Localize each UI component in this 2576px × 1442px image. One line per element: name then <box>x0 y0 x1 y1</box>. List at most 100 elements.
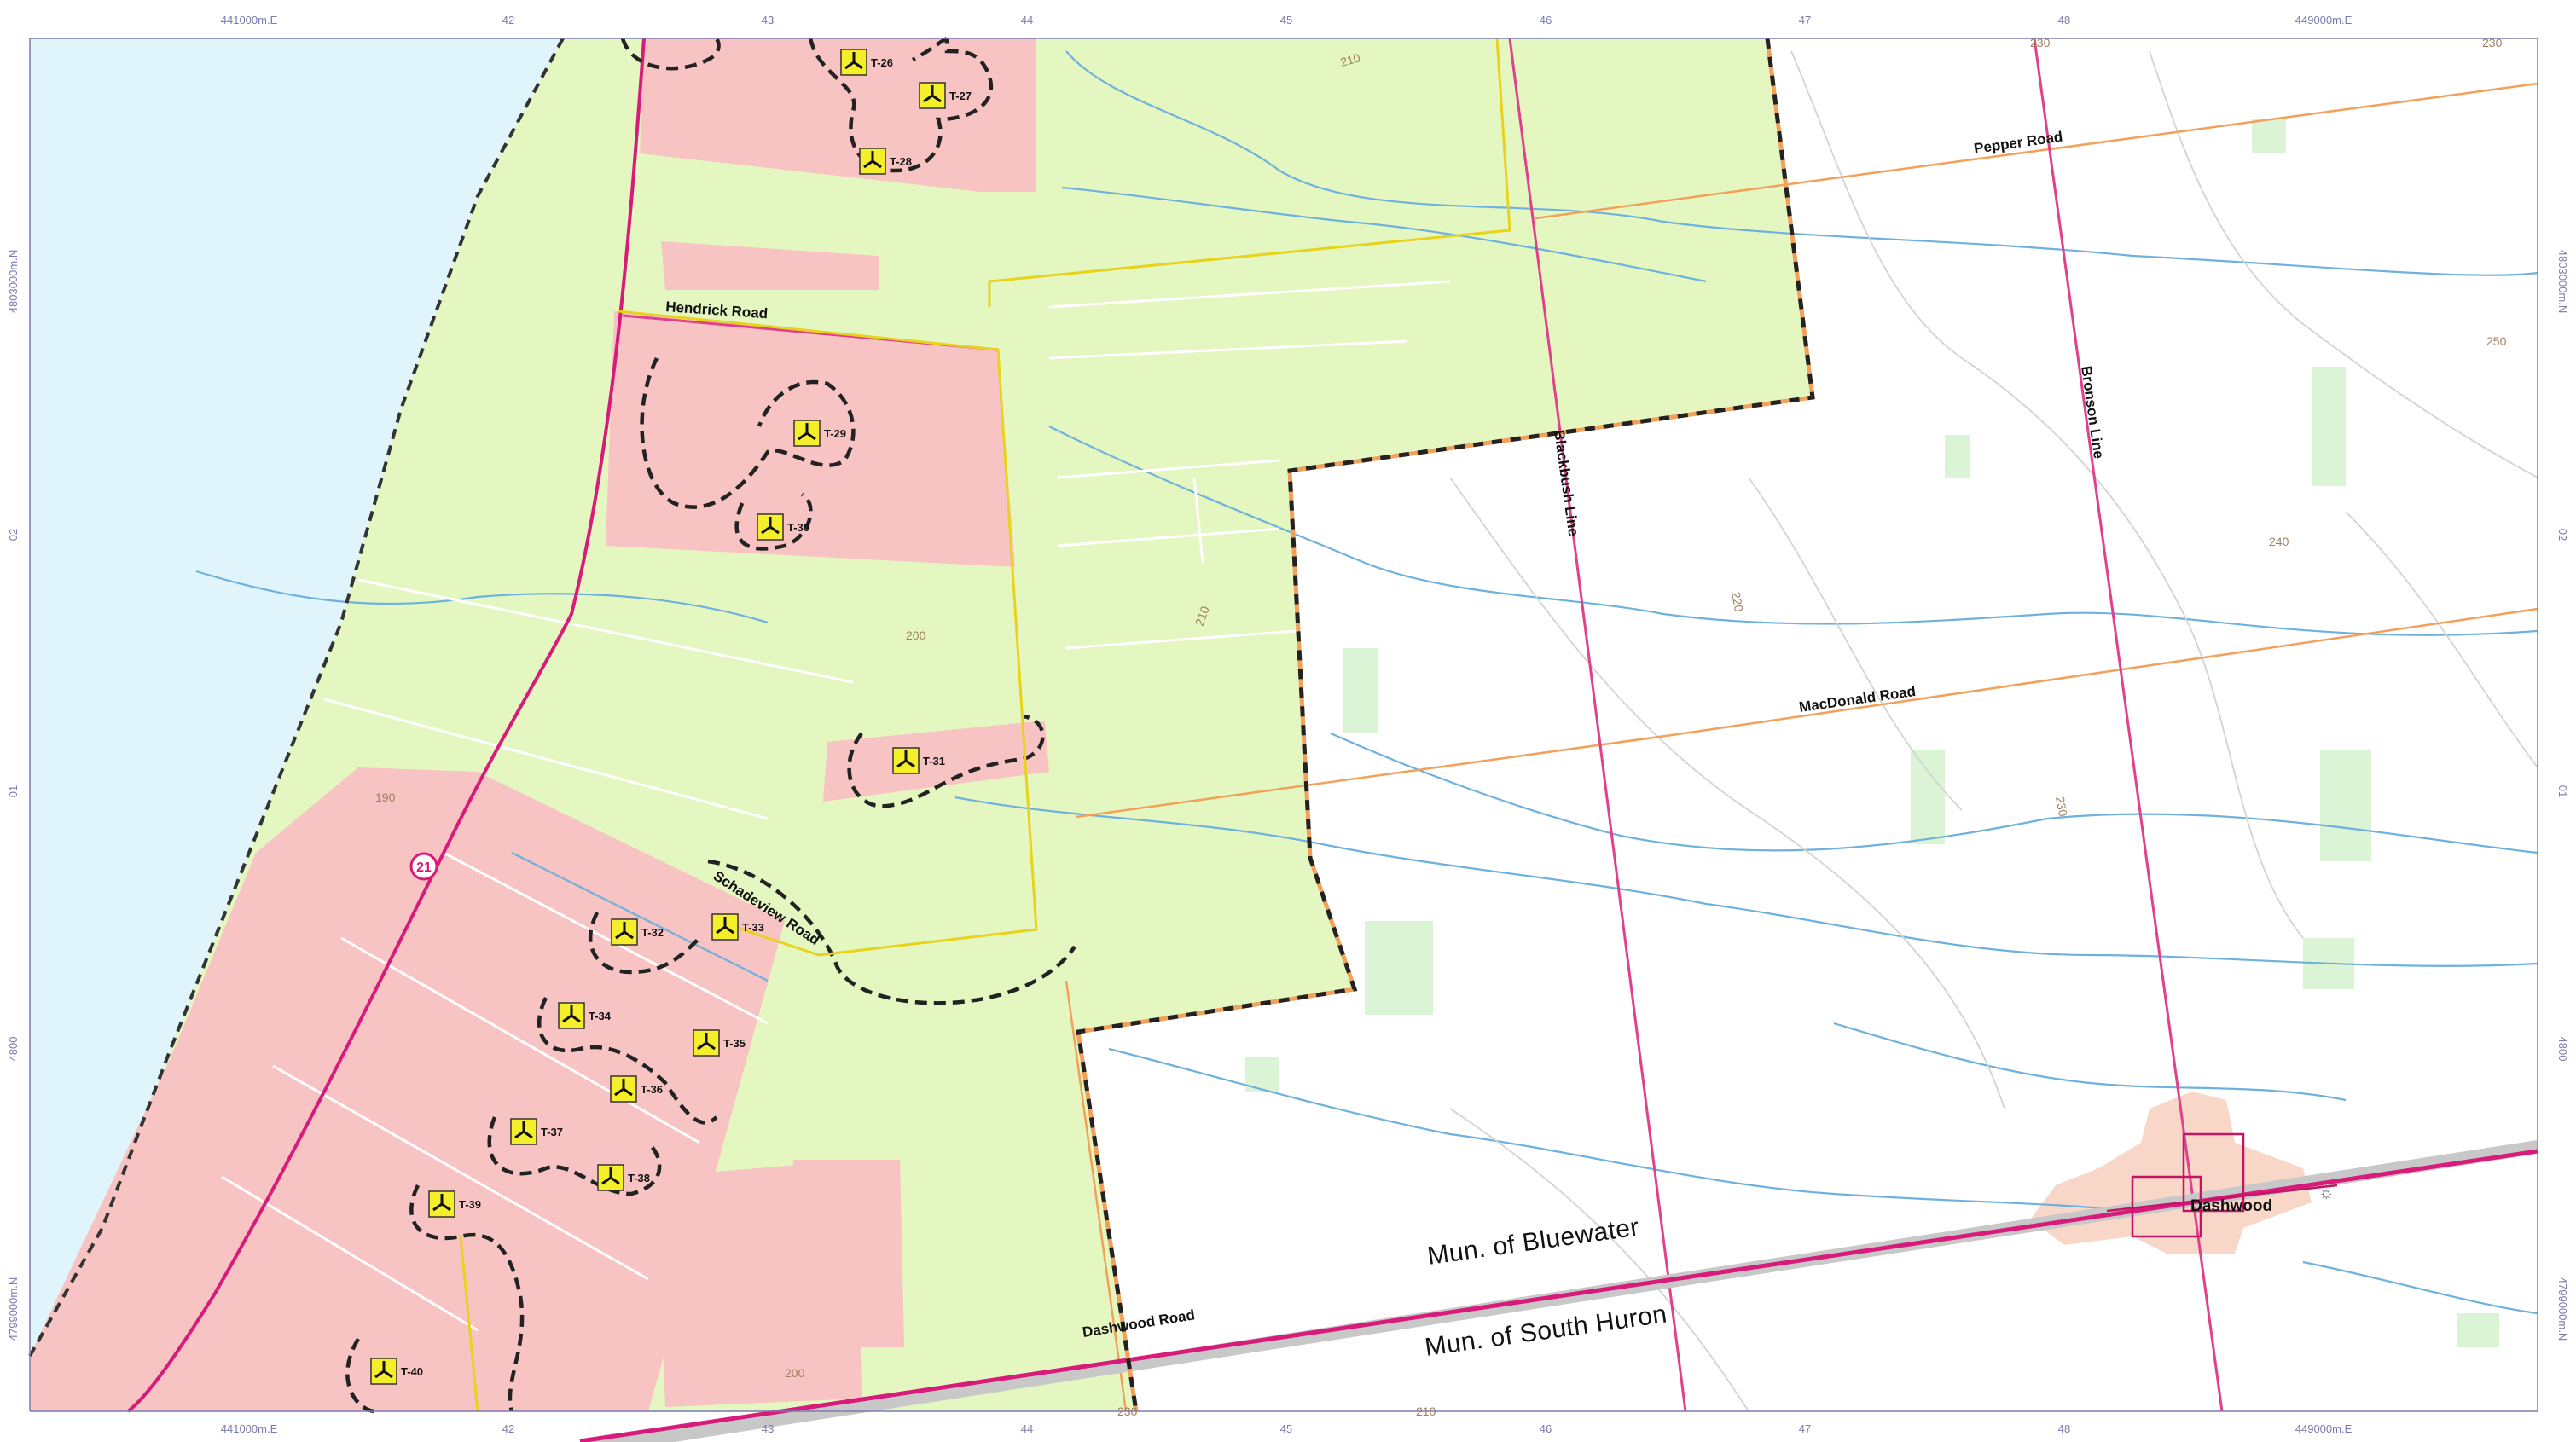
wind-turbine-icon <box>697 1033 716 1051</box>
contour-label-0: 210 <box>1339 50 1362 69</box>
wind-turbine-icon <box>514 1121 533 1139</box>
wind-turbine-icon <box>761 517 780 535</box>
turbine-label: T-39 <box>459 1198 481 1211</box>
contour-label-4: 200 <box>785 1366 805 1380</box>
right-tick-1: 02 <box>2556 529 2569 541</box>
contour-lines <box>1449 50 2538 1412</box>
contour-label-11: 210 <box>1416 1404 1436 1418</box>
contour-label-5: 230 <box>2030 36 2051 49</box>
turbine-t-37[interactable]: T-37 <box>510 1118 563 1145</box>
left-tick-0: 4803000m.N <box>7 250 20 313</box>
turbine-t-36[interactable]: T-36 <box>610 1075 663 1103</box>
turbine-label: T-27 <box>949 90 972 102</box>
turbine-label: T-38 <box>628 1172 650 1184</box>
bottom-tick-3: 44 <box>1021 1422 1033 1435</box>
turbine-label: T-32 <box>641 926 664 939</box>
top-tick-1: 42 <box>502 14 514 26</box>
left-coord-labels: 4803000m.N 02 01 4800 4799000m.N <box>7 250 20 1341</box>
turbine-label: T-28 <box>890 155 912 168</box>
turbine-t-30[interactable]: T-30 <box>757 513 809 541</box>
bottom-tick-6: 47 <box>1799 1422 1811 1435</box>
top-tick-4: 45 <box>1280 14 1292 26</box>
woodlots <box>1245 119 2499 1347</box>
left-tick-1: 02 <box>7 529 20 541</box>
turbine-t-35[interactable]: T-35 <box>693 1029 746 1057</box>
turbine-label: T-40 <box>401 1365 423 1378</box>
contour-label-6: 230 <box>2482 36 2503 49</box>
turbine-t-32[interactable]: T-32 <box>611 918 664 946</box>
wind-turbine-icon <box>374 1361 393 1379</box>
town-streets <box>2106 1132 2338 1238</box>
right-tick-4: 4799000m.N <box>2556 1277 2569 1341</box>
contour-label-2: 210 <box>1192 604 1212 628</box>
bottom-tick-5: 46 <box>1540 1422 1552 1435</box>
turbine-label: T-26 <box>871 56 893 69</box>
bottom-tick-8: 449000m.E <box>2295 1422 2353 1435</box>
turbine-marker <box>510 1118 537 1145</box>
right-coord-labels: 4803000m.N 02 01 4800 4799000m.N <box>2556 250 2569 1341</box>
shoreline-boundary <box>28 38 565 1357</box>
bottom-tick-4: 45 <box>1280 1422 1292 1435</box>
wind-turbine-icon <box>615 922 634 940</box>
turbine-t-28[interactable]: T-28 <box>859 148 912 175</box>
wind-turbine-icon <box>798 423 816 441</box>
turbine-t-38[interactable]: T-38 <box>597 1164 650 1191</box>
turbine-buffers <box>345 36 1076 1414</box>
turbine-label: T-33 <box>742 921 764 934</box>
top-tick-0: 441000m.E <box>221 14 278 26</box>
turbine-t-29[interactable]: T-29 <box>793 420 846 447</box>
wind-turbine-icon <box>601 1167 620 1185</box>
right-tick-0: 4803000m.N <box>2556 250 2569 313</box>
grid-ticks <box>29 38 2538 1412</box>
turbine-label: T-36 <box>641 1083 663 1096</box>
contour-label-10: 230 <box>2053 796 2070 818</box>
wind-turbine-icon <box>844 52 863 70</box>
top-tick-8: 449000m.E <box>2295 14 2353 26</box>
top-tick-7: 48 <box>2058 14 2070 26</box>
turbines: T-26T-27T-28T-29T-30T-31T-32 T-33T-34T-35… <box>370 49 972 1385</box>
bottom-coord-labels: 441000m.E 42 43 44 45 46 47 48 449000m.E <box>221 1422 2353 1435</box>
wind-turbine-icon <box>562 1005 581 1023</box>
collector-lines <box>459 38 1511 1412</box>
turbine-t-31[interactable]: T-31 <box>892 747 945 774</box>
wind-turbine-icon <box>716 917 734 935</box>
label-town-dashwood: Dashwood <box>2190 1197 2272 1215</box>
contour-label-8: 240 <box>2269 535 2289 548</box>
turbine-t-26[interactable]: T-26 <box>840 49 893 76</box>
contour-label-7: 220 <box>1729 591 1746 613</box>
watercourses <box>195 50 2538 1315</box>
wind-turbine-icon <box>432 1194 451 1212</box>
contour-label-12: 230 <box>1117 1404 1138 1418</box>
turbine-label: T-34 <box>589 1010 612 1022</box>
bottom-tick-1: 42 <box>502 1422 514 1435</box>
top-tick-2: 43 <box>762 14 774 26</box>
top-tick-3: 44 <box>1021 14 1033 26</box>
highway-shield <box>409 852 438 881</box>
turbine-t-40[interactable]: T-40 <box>370 1358 423 1385</box>
top-tick-5: 46 <box>1540 14 1552 26</box>
turbine-label: T-31 <box>923 755 945 767</box>
highway-shield-number: 21 <box>416 860 432 875</box>
contour-label-9: 250 <box>2486 334 2507 348</box>
left-tick-2: 01 <box>7 785 20 797</box>
turbine-t-27[interactable]: T-27 <box>919 82 972 109</box>
turbine-label: T-29 <box>824 427 846 440</box>
bottom-tick-7: 48 <box>2058 1422 2070 1435</box>
wind-turbine-icon <box>614 1079 633 1097</box>
contour-labels: 210 200 210 190 200 230 230 220 240 250 … <box>375 36 2507 1418</box>
top-tick-6: 47 <box>1799 14 1811 26</box>
field-boundaries <box>221 280 1451 1332</box>
top-coord-labels: 441000m.E 42 43 44 45 46 47 48 449000m.E <box>221 14 2353 26</box>
left-tick-3: 4800 <box>7 1037 20 1062</box>
turbine-t-34[interactable]: T-34 <box>558 1002 612 1029</box>
wind-turbine-icon <box>896 750 915 768</box>
wind-turbine-icon <box>863 151 882 169</box>
contour-label-3: 190 <box>375 790 396 804</box>
contour-label-1: 200 <box>906 628 926 642</box>
turbine-label: T-30 <box>787 521 809 534</box>
turbine-label: T-37 <box>541 1126 563 1138</box>
turbine-t-33[interactable]: T-33 <box>711 913 764 941</box>
turbine-t-39[interactable]: T-39 <box>428 1190 481 1218</box>
left-tick-4: 4799000m.N <box>7 1277 20 1341</box>
